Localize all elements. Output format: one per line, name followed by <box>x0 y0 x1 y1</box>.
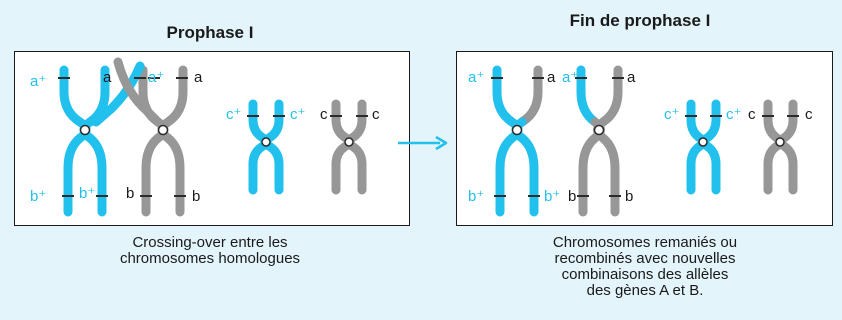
right-blue-chromatid-1 <box>492 65 523 217</box>
right-label-c-plus-2: c⁺ <box>726 106 741 123</box>
right-label-c-2: c <box>805 106 813 123</box>
centromeres <box>79 124 785 147</box>
left-label-c-1: c <box>320 106 328 123</box>
left-label-c-2: c <box>372 106 380 123</box>
right-panel <box>456 51 833 226</box>
left-caption: Crossing-over entre les chromosomes homo… <box>119 234 301 267</box>
right-label-a-plus-2: a⁺ <box>562 69 578 86</box>
left-label-b-plus-1: b⁺ <box>30 188 46 205</box>
right-title: Fin de prophase I <box>569 11 711 30</box>
right-gray-chromatid-2 <box>593 65 623 217</box>
left-label-b-2: b <box>192 188 200 205</box>
right-label-c-plus-1: c⁺ <box>664 106 679 123</box>
left-gray-chromatid-2 <box>157 65 188 217</box>
right-label-b-plus-2: b⁺ <box>544 188 560 205</box>
left-label-b-1: b <box>126 185 134 202</box>
right-blue-chromatid-2b <box>511 117 539 217</box>
left-label-a-1: a <box>103 69 112 86</box>
left-label-c-plus-2: c⁺ <box>290 106 305 123</box>
right-label-a-2: a <box>627 69 636 86</box>
left-label-a-plus-2: a⁺ <box>148 69 164 86</box>
left-title: Prophase I <box>166 23 254 42</box>
right-label-b-1: b <box>568 188 576 205</box>
left-label-a-2: a <box>194 69 203 86</box>
right-label-b-2: b <box>625 188 633 205</box>
left-label-a-plus-1: a⁺ <box>30 73 46 90</box>
right-label-a-1: a <box>547 69 556 86</box>
left-crossing-gray-strand <box>113 57 163 127</box>
locus-ticks <box>58 77 799 197</box>
left-label-c-plus-1: c⁺ <box>226 106 241 123</box>
left-label-b-plus-2: b⁺ <box>79 185 95 202</box>
arrow-right-icon <box>398 135 448 151</box>
right-label-c-1: c <box>748 106 756 123</box>
left-gray-chromatid-1 <box>138 65 169 217</box>
right-label-b-plus-1: b⁺ <box>468 188 484 205</box>
right-label-a-plus-1: a⁺ <box>468 69 484 86</box>
right-caption: Chromosomes remaniés ou recombinés avec … <box>552 234 738 299</box>
